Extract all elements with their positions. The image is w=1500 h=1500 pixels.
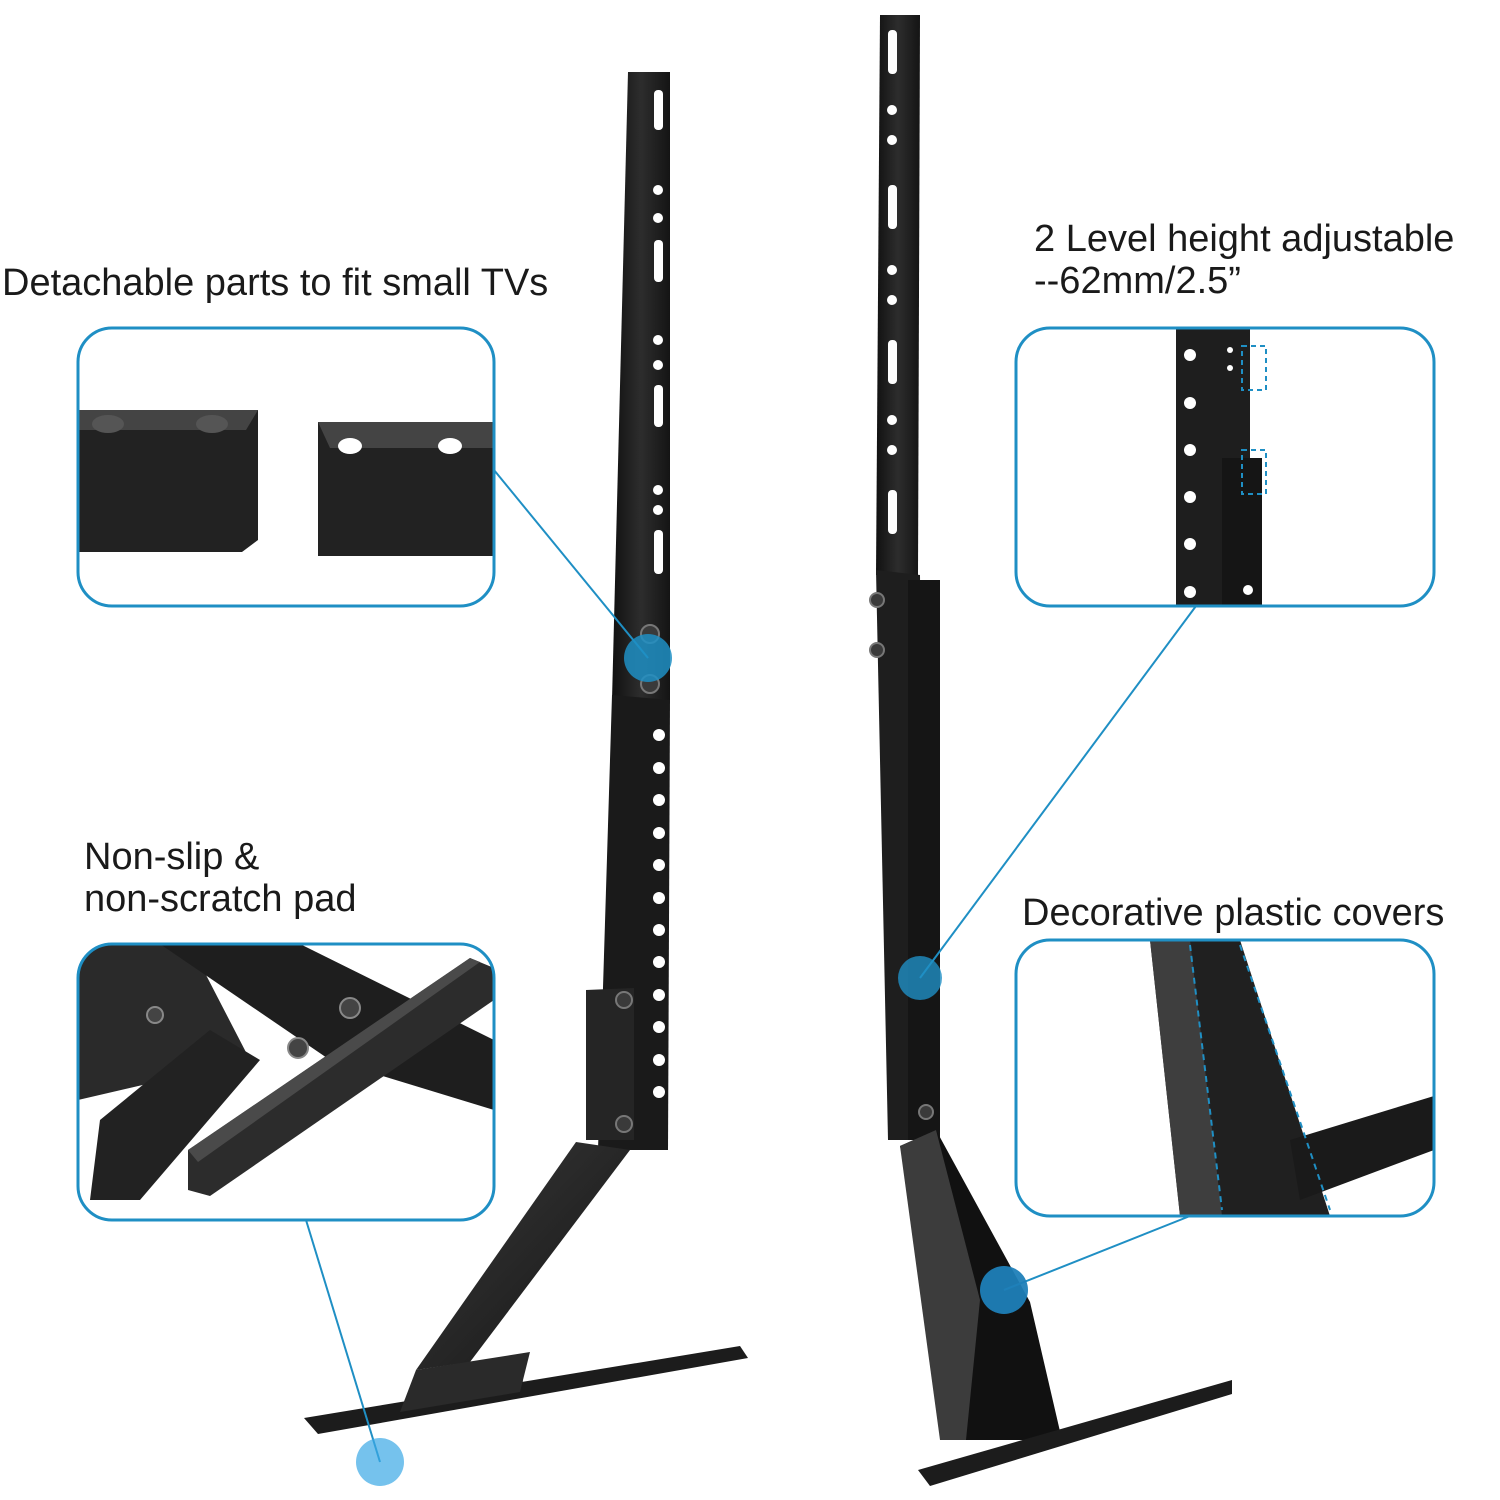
left-holes xyxy=(653,729,665,1098)
right-slots xyxy=(887,30,897,534)
inset-height-adjust xyxy=(1014,326,1436,608)
callout-covers: Decorative plastic covers xyxy=(1022,892,1445,934)
right-foot xyxy=(918,1380,1232,1486)
callout-pad-line1: Non-slip & xyxy=(84,836,260,878)
dot-pad xyxy=(356,1438,404,1486)
right-bolts xyxy=(869,592,934,1120)
left-slots xyxy=(653,90,663,574)
inset-detachable-parts xyxy=(76,326,496,608)
callout-height-line2: --62mm/2.5” xyxy=(1034,260,1241,302)
dot-covers xyxy=(980,1266,1028,1314)
left-foot xyxy=(304,1346,748,1434)
callout-detachable: Detachable parts to fit small TVs xyxy=(2,262,549,304)
right-upper-column xyxy=(876,15,920,575)
dot-height xyxy=(898,956,942,1000)
dot-detachable xyxy=(624,634,672,682)
inset-non-slip-pad xyxy=(76,942,496,1222)
highlight-dots xyxy=(356,634,1028,1486)
callout-lines xyxy=(305,469,1197,1463)
callout-height-line1: 2 Level height adjustable xyxy=(1034,218,1455,260)
inset-decorative-covers xyxy=(1014,938,1436,1218)
left-leg xyxy=(416,1142,630,1370)
callout-pad-line2: non-scratch pad xyxy=(84,878,357,920)
left-bracket-plate xyxy=(586,988,634,1140)
left-stand xyxy=(304,72,748,1434)
